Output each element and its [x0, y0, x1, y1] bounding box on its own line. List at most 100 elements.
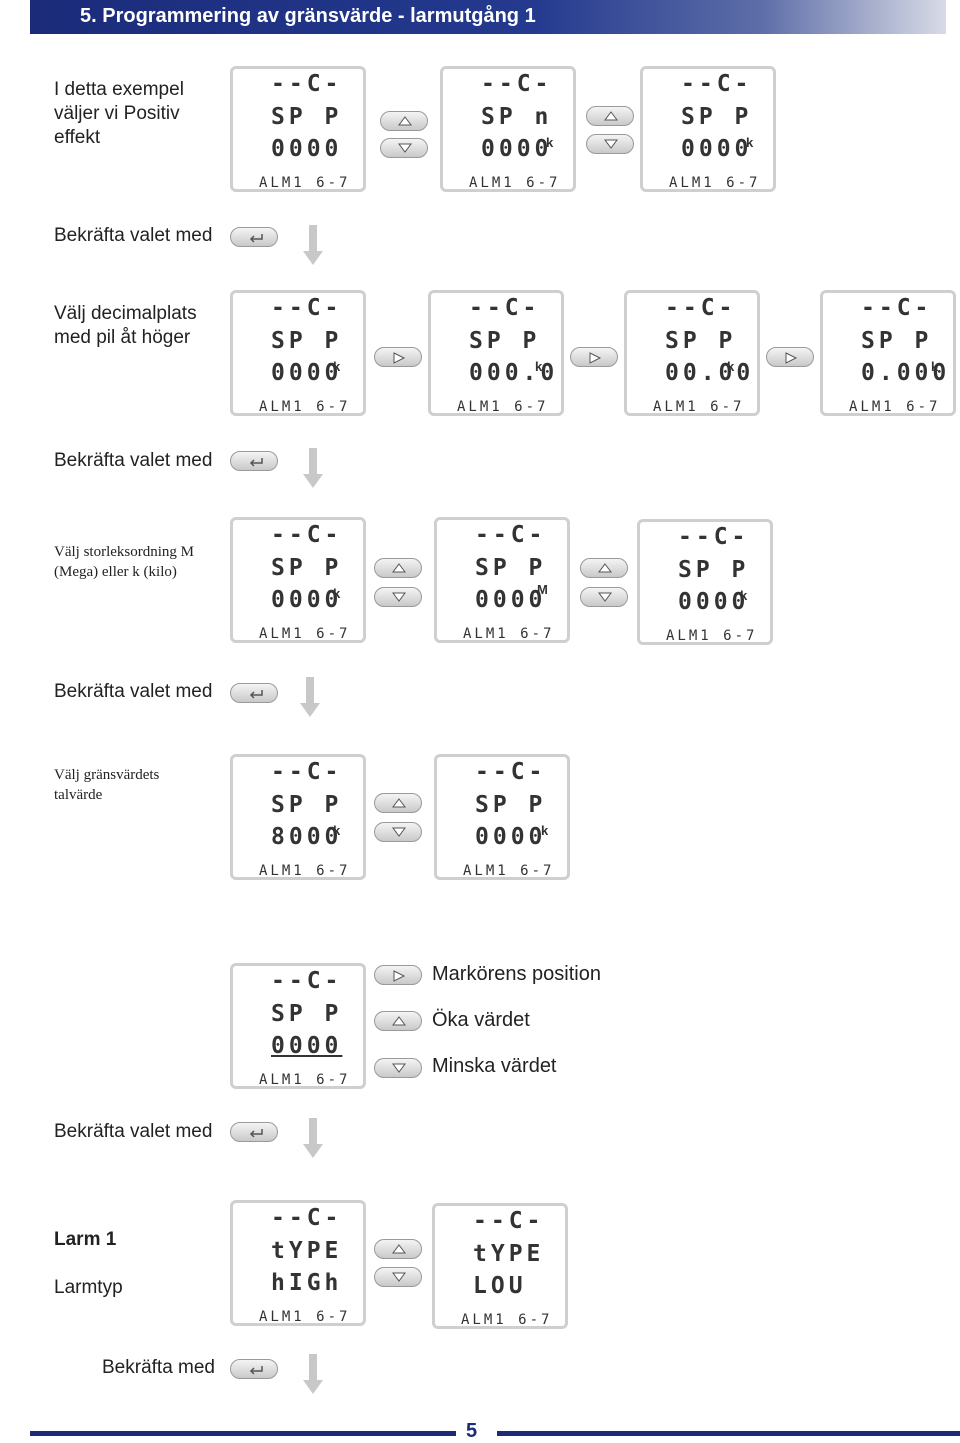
decimal-text: Välj decimalplats med pil åt höger	[54, 303, 197, 348]
lcd-line2: SP P	[469, 328, 541, 354]
intro-text: I detta exempel väljer vi Positiv effekt	[54, 79, 184, 148]
lcd-line1: --C-	[861, 295, 933, 321]
decrease-text: Minska värdet	[432, 1055, 557, 1077]
confirm-short-text: Bekräfta med	[102, 1357, 215, 1378]
down-button[interactable]	[374, 587, 422, 607]
down-icon	[392, 1272, 406, 1282]
enter-button[interactable]	[230, 1122, 278, 1142]
lcd-line3: 0000	[271, 587, 343, 613]
lcd-line3: 000.0	[469, 360, 559, 386]
down-button[interactable]	[374, 1058, 422, 1078]
lcd-line2: SP P	[861, 328, 933, 354]
increase-text: Öka värdet	[432, 1009, 530, 1031]
up-button[interactable]	[580, 558, 628, 578]
lcd-line1: --C-	[665, 295, 737, 321]
down-button[interactable]	[586, 134, 634, 154]
unit-label: k	[931, 359, 939, 374]
up-icon	[604, 111, 618, 121]
up-button[interactable]	[374, 1011, 422, 1031]
up-button[interactable]	[374, 1239, 422, 1259]
down-button[interactable]	[374, 1267, 422, 1287]
lcd-line1: --C-	[475, 522, 547, 548]
down-icon	[604, 139, 618, 149]
lcd-line1: --C-	[271, 1205, 343, 1231]
up-button[interactable]	[380, 111, 428, 131]
lcd-line1: --C-	[678, 524, 750, 550]
lcd-line3: LOU	[473, 1273, 527, 1299]
confirm-text: Bekräfta valet med	[54, 450, 213, 471]
enter-icon	[249, 458, 263, 467]
right-button[interactable]	[374, 347, 422, 367]
right-button[interactable]	[766, 347, 814, 367]
lcd-line2: tYPE	[271, 1238, 343, 1264]
lcd-line1: --C-	[473, 1208, 545, 1234]
down-arrow-icon	[300, 677, 320, 717]
magnitude-text: Välj storleksordning M (Mega) eller k (k…	[54, 544, 194, 580]
enter-icon	[249, 1129, 263, 1138]
unit-label: k	[333, 823, 341, 838]
lcd-line2: SP P	[271, 792, 343, 818]
lcd-line2: tYPE	[473, 1241, 545, 1267]
lcd-line4: ALM1 6-7	[469, 175, 561, 191]
up-button[interactable]	[374, 558, 422, 578]
unit-label: M	[537, 582, 548, 597]
lcd-line3: 0000	[481, 136, 553, 162]
up-button[interactable]	[586, 106, 634, 126]
lcd-line2: SP P	[271, 555, 343, 581]
enter-button[interactable]	[230, 1359, 278, 1379]
down-button[interactable]	[374, 822, 422, 842]
enter-button[interactable]	[230, 451, 278, 471]
unit-label: k	[541, 823, 549, 838]
lcd-display: --C- SP P 8000 k ALM1 6-7	[230, 754, 366, 880]
right-button[interactable]	[570, 347, 618, 367]
lcd-line4: ALM1 6-7	[259, 399, 351, 415]
lcd-display: --C- SP P 0000 k ALM1 6-7	[434, 754, 570, 880]
down-arrow-icon	[303, 448, 323, 488]
up-icon	[392, 1244, 406, 1254]
lcd-display: --C- SP n 0000 k ALM1 6-7	[440, 66, 576, 192]
right-button[interactable]	[374, 965, 422, 985]
lcd-line1: --C-	[475, 759, 547, 785]
unit-label: k	[546, 135, 554, 150]
alarm1-text: Larm 1	[54, 1229, 117, 1250]
up-button[interactable]	[374, 793, 422, 813]
page-number: 5	[466, 1420, 478, 1442]
unit-label: k	[333, 359, 341, 374]
unit-label: k	[740, 588, 748, 603]
section-header: 5. Programmering av gränsvärde - larmutg…	[30, 0, 946, 34]
lcd-line3: 0000	[475, 587, 547, 613]
lcd-display: --C- SP P 0000 k ALM1 6-7	[230, 290, 366, 416]
lcd-line1: --C-	[681, 71, 753, 97]
enter-icon	[249, 234, 263, 243]
enter-button[interactable]	[230, 683, 278, 703]
lcd-line4: ALM1 6-7	[666, 628, 758, 644]
down-icon	[392, 827, 406, 837]
lcd-line2: SP n	[481, 104, 553, 130]
down-button[interactable]	[380, 138, 428, 158]
lcd-line4: ALM1 6-7	[653, 399, 745, 415]
up-icon	[398, 116, 412, 126]
confirm-text: Bekräfta valet med	[54, 681, 213, 702]
down-arrow-icon	[303, 225, 323, 265]
right-icon	[785, 352, 798, 364]
lcd-line2: SP P	[665, 328, 737, 354]
enter-button[interactable]	[230, 227, 278, 247]
lcd-display: --C- SP P 0000 ALM1 6-7	[230, 66, 366, 192]
lcd-display: --C- tYPE hIGh ALM1 6-7	[230, 1200, 366, 1326]
lcd-line4: ALM1 6-7	[457, 399, 549, 415]
lcd-line4: ALM1 6-7	[463, 626, 555, 642]
up-icon	[392, 1016, 406, 1026]
lcd-display: --C- SP P 00.00 k ALM1 6-7	[624, 290, 760, 416]
down-icon	[598, 592, 612, 602]
alarmtype-text: Larmtyp	[54, 1277, 123, 1298]
lcd-line4: ALM1 6-7	[669, 175, 761, 191]
up-icon	[598, 563, 612, 573]
lcd-display: --C- SP P 0000 k ALM1 6-7	[640, 66, 776, 192]
footer-line-right	[497, 1431, 960, 1436]
lcd-line4: ALM1 6-7	[259, 626, 351, 642]
lcd-line3: 8000	[271, 824, 343, 850]
up-icon	[392, 563, 406, 573]
lcd-line2: SP P	[475, 555, 547, 581]
lcd-line3: 0.000	[861, 360, 951, 386]
down-button[interactable]	[580, 587, 628, 607]
